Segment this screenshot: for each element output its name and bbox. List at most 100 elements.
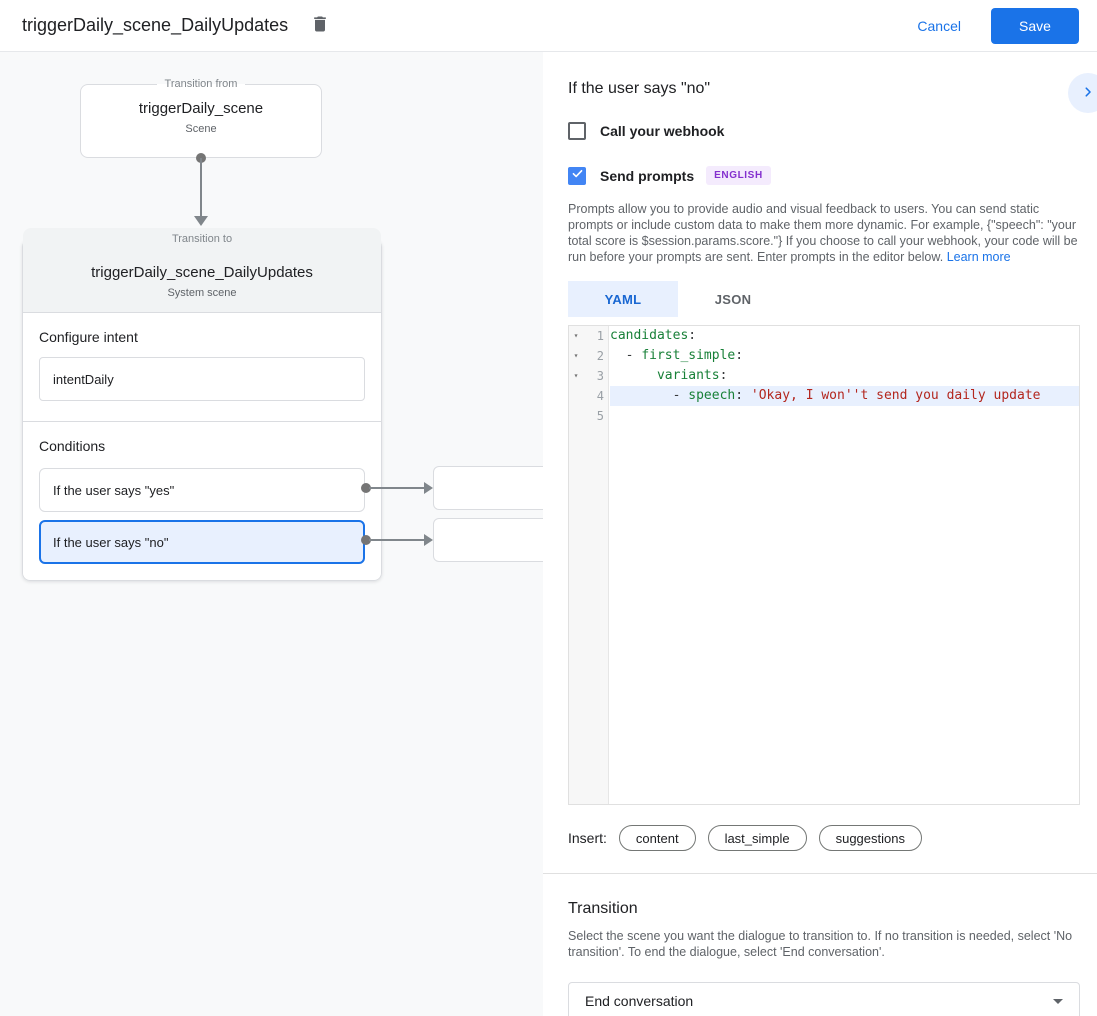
editor-gutter-cell: 5 <box>569 406 610 426</box>
editor-code-line: - speech: 'Okay, I won''t send you daily… <box>610 386 1079 406</box>
intent-item[interactable]: intentDaily <box>39 357 365 401</box>
conditions-label: Conditions <box>39 438 106 454</box>
code-token-plain <box>610 368 657 383</box>
delete-button[interactable] <box>304 10 336 42</box>
insert-row: Insert: content last_simple suggestions <box>568 825 1080 851</box>
insert-chip-content[interactable]: content <box>618 825 696 851</box>
code-token-plain: : <box>719 368 728 383</box>
code-token-key: candidates <box>610 328 689 343</box>
code-token-plain: - <box>610 348 642 363</box>
editor-gutter-cell: ▾3 <box>569 366 610 386</box>
condition-detail-panel: If the user says "no" Call your webhook … <box>543 52 1097 1016</box>
editor-line[interactable]: ▾2 - first_simple: <box>569 346 1079 366</box>
editor-gutter-cell: 4 <box>569 386 610 406</box>
fold-arrow-icon[interactable]: ▾ <box>573 371 579 380</box>
editor-gutter <box>569 326 609 804</box>
chevron-right-icon <box>1081 85 1095 102</box>
condition-no-dot <box>361 535 371 545</box>
tab-yaml[interactable]: YAML <box>568 281 678 317</box>
condition-title: If the user says "no" <box>568 80 711 97</box>
condition-no-line <box>369 539 426 541</box>
line-number: 5 <box>596 409 604 423</box>
condition-no-arrowhead-icon <box>424 534 433 546</box>
send-prompts-option-row: Send prompts ENGLISH <box>568 166 1080 185</box>
condition-no-target-box[interactable] <box>433 518 543 562</box>
line-number: 2 <box>596 349 604 363</box>
editor-gutter-cell: ▾1 <box>569 326 610 346</box>
condition-item-yes[interactable]: If the user says "yes" <box>39 468 365 512</box>
webhook-option-row: Call your webhook <box>568 122 1080 140</box>
send-prompts-checkbox[interactable] <box>568 166 586 185</box>
trash-icon <box>310 14 330 37</box>
condition-yes-target-box[interactable] <box>433 466 543 510</box>
editor-code-line: - first_simple: <box>610 346 1079 366</box>
code-token-str: 'Okay, I won''t send you daily update <box>750 388 1041 403</box>
webhook-checkbox[interactable] <box>568 122 586 140</box>
topbar: triggerDaily_scene_DailyUpdates Cancel S… <box>0 0 1097 52</box>
scene-card-header: triggerDaily_scene_DailyUpdates System s… <box>23 228 381 313</box>
insert-label: Insert: <box>568 830 607 846</box>
editor-gutter-cell: ▾2 <box>569 346 610 366</box>
learn-more-link[interactable]: Learn more <box>946 250 1011 264</box>
prompts-description-text: Prompts allow you to provide audio and v… <box>568 202 1078 264</box>
flow-connector-line <box>200 158 202 216</box>
from-scene-name: triggerDaily_scene <box>138 100 264 117</box>
flow-diagram-panel: Transition from triggerDaily_scene Scene… <box>0 52 543 1016</box>
dropdown-caret-icon <box>1053 998 1063 1004</box>
transition-select-value: End conversation <box>585 993 694 1009</box>
transition-section-title: Transition <box>568 900 638 917</box>
editor-format-tabs: YAML JSON <box>568 281 1080 317</box>
editor-code-line: variants: <box>610 366 1079 386</box>
insert-chip-last-simple[interactable]: last_simple <box>707 825 807 851</box>
condition-yes-arrowhead-icon <box>424 482 433 494</box>
editor-code-line: candidates: <box>610 326 1079 346</box>
send-prompts-label: Send prompts <box>600 167 695 184</box>
code-token-key: first_simple <box>641 348 736 363</box>
condition-item-no[interactable]: If the user says "no" <box>39 520 365 564</box>
save-button[interactable]: Save <box>991 7 1079 44</box>
editor-line[interactable]: ▾3 variants: <box>569 366 1079 386</box>
editor-code-line <box>610 406 1079 426</box>
code-token-plain: : <box>735 348 744 363</box>
to-scene-type: System scene <box>167 287 237 299</box>
editor-line[interactable]: 4 - speech: 'Okay, I won''t send you dai… <box>569 386 1079 406</box>
to-scene-name: triggerDaily_scene_DailyUpdates <box>91 264 313 281</box>
line-number: 3 <box>596 369 604 383</box>
from-scene-type: Scene <box>185 123 217 135</box>
transition-to-card: Transition to triggerDaily_scene_DailyUp… <box>22 228 382 581</box>
code-token-plain: : <box>688 328 697 343</box>
section-divider <box>543 873 1097 874</box>
code-token-key: variants <box>656 368 720 383</box>
line-number: 4 <box>596 389 604 403</box>
line-number: 1 <box>596 329 604 343</box>
cancel-button[interactable]: Cancel <box>917 17 961 34</box>
code-token-plain: : <box>735 388 751 403</box>
flow-arrowhead-icon <box>194 216 208 226</box>
transition-select[interactable]: End conversation <box>568 982 1080 1016</box>
fold-arrow-icon[interactable]: ▾ <box>573 351 579 360</box>
configure-intent-label: Configure intent <box>39 329 138 345</box>
insert-chip-suggestions[interactable]: suggestions <box>818 825 922 851</box>
tab-json[interactable]: JSON <box>714 291 752 307</box>
transition-to-legend: Transition to <box>171 233 233 245</box>
collapse-panel-button[interactable] <box>1068 73 1097 113</box>
card-divider <box>23 421 381 422</box>
topbar-actions: Cancel Save <box>917 7 1097 44</box>
editor-line[interactable]: 5 <box>569 406 1079 426</box>
language-badge: ENGLISH <box>706 166 771 185</box>
checkmark-icon <box>571 167 584 185</box>
transition-from-legend: Transition from <box>164 78 238 90</box>
prompts-description: Prompts allow you to provide audio and v… <box>568 201 1084 265</box>
code-token-plain: - <box>610 388 689 403</box>
transition-description: Select the scene you want the dialogue t… <box>568 929 1073 959</box>
condition-yes-dot <box>361 483 371 493</box>
scene-card-body: Configure intent intentDaily Conditions … <box>23 329 381 580</box>
transition-from-node[interactable]: Transition from triggerDaily_scene Scene <box>80 78 322 158</box>
fold-arrow-icon[interactable]: ▾ <box>573 331 579 340</box>
webhook-label: Call your webhook <box>600 123 725 139</box>
page-title: triggerDaily_scene_DailyUpdates <box>22 15 289 35</box>
